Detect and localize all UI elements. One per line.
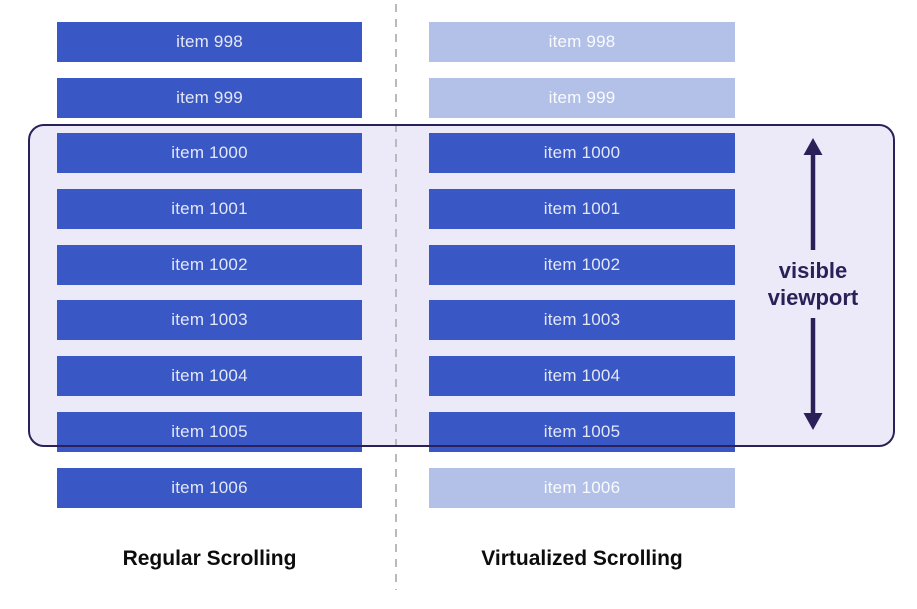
list-item: item 1005 (429, 411, 735, 452)
virtualized-scrolling-list: item 998 item 999 item 1000 item 1001 it… (429, 22, 735, 508)
list-item-virtualized: item 999 (429, 77, 735, 118)
viewport-annotation: visible viewport (763, 138, 863, 430)
list-item: item 1000 (57, 133, 362, 174)
list-item: item 1003 (429, 300, 735, 341)
list-item: item 1000 (429, 133, 735, 174)
list-item: item 998 (57, 22, 362, 62)
list-item: item 1002 (429, 244, 735, 285)
viewport-label-line1: visible (778, 258, 848, 283)
column-divider-dashed-line (395, 4, 397, 590)
regular-scrolling-list: item 998 item 999 item 1000 item 1001 it… (57, 22, 362, 508)
list-item: item 1005 (57, 411, 362, 452)
viewport-label: visible viewport (768, 257, 858, 311)
virtualized-scrolling-title: Virtualized Scrolling (481, 547, 683, 570)
list-item: item 1004 (429, 356, 735, 397)
list-item: item 1002 (57, 244, 362, 285)
viewport-label-line2: viewport (767, 285, 859, 310)
list-item: item 1003 (57, 300, 362, 341)
list-item: item 1001 (57, 189, 362, 230)
list-item-virtualized: item 1006 (429, 467, 735, 508)
list-item: item 999 (57, 77, 362, 118)
list-item: item 1006 (57, 467, 362, 508)
arrow-down-icon (803, 318, 823, 430)
list-item: item 1001 (429, 189, 735, 230)
arrow-up-icon (803, 138, 823, 250)
list-item: item 1004 (57, 356, 362, 397)
list-item-virtualized: item 998 (429, 22, 735, 62)
regular-scrolling-title: Regular Scrolling (122, 547, 297, 570)
